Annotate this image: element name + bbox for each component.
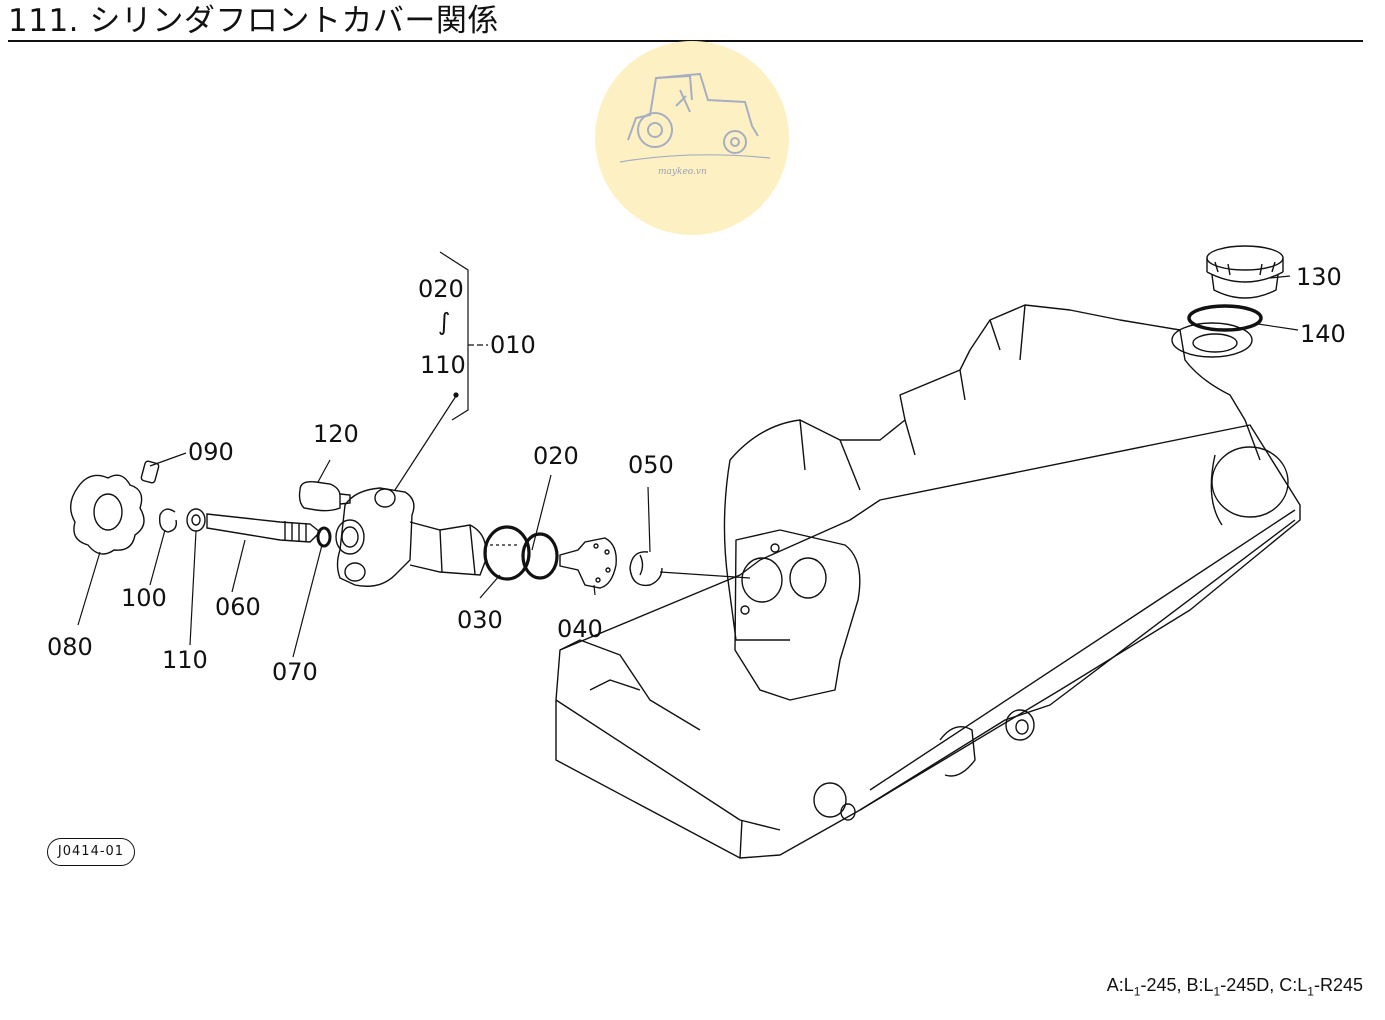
valve-040 xyxy=(559,537,617,589)
callout-110-upper: 110 xyxy=(420,351,466,379)
watermark-text: maykeo.vn xyxy=(658,167,707,177)
callout-050: 050 xyxy=(628,451,674,479)
callout-040: 040 xyxy=(557,615,603,643)
pin-090 xyxy=(140,460,160,484)
plug-120 xyxy=(298,480,341,512)
callout-090: 090 xyxy=(188,438,234,466)
model-a: A:L1-245 xyxy=(1106,975,1177,999)
callout-130: 130 xyxy=(1296,263,1342,291)
callout-070: 070 xyxy=(272,658,318,686)
cylinder-front-cover-housing xyxy=(555,304,1301,859)
callout-020-lower: 020 xyxy=(533,442,579,470)
shaft-060 xyxy=(206,513,322,543)
washer-110 xyxy=(186,508,206,532)
model-b: B:L1-245D xyxy=(1186,975,1270,999)
shaft-assembly xyxy=(70,460,663,589)
page-title: 111. シリンダフロントカバー関係 xyxy=(8,3,499,39)
title-divider xyxy=(8,40,1363,42)
callout-020-upper: 020 xyxy=(418,275,464,303)
knob-080 xyxy=(70,474,145,555)
snap-ring-050 xyxy=(629,551,663,587)
o-ring-020 xyxy=(521,532,559,580)
snap-ring-100 xyxy=(158,508,178,533)
callout-100: 100 xyxy=(121,584,167,612)
model-c: C:L1-R245 xyxy=(1279,975,1363,999)
model-applicability: A:L1-245, B:L1-245D, C:L1-R245 xyxy=(1106,975,1363,999)
reference-code-badge: J0414-01 xyxy=(47,838,135,866)
callout-140: 140 xyxy=(1300,320,1346,348)
callout-120: 120 xyxy=(313,420,359,448)
valve-block-110 xyxy=(336,487,415,587)
o-ring-030 xyxy=(483,525,531,581)
callout-060: 060 xyxy=(215,593,261,621)
range-marker: ∫ xyxy=(438,308,451,336)
oil-filler-cap xyxy=(1206,245,1284,299)
o-ring-070 xyxy=(316,526,332,548)
o-ring-140 xyxy=(1187,304,1263,332)
leader-lines xyxy=(77,251,1299,658)
callout-010: 010 xyxy=(490,331,536,359)
callout-080: 080 xyxy=(47,633,93,661)
tractor-logo-icon xyxy=(619,72,771,163)
watermark xyxy=(595,41,789,235)
watermark-circle xyxy=(595,41,789,235)
callout-110-lower: 110 xyxy=(162,646,208,674)
callout-030: 030 xyxy=(457,606,503,634)
callout-labels: 020 ∫ 010 110 130 140 090 120 020 050 10… xyxy=(47,263,1346,686)
